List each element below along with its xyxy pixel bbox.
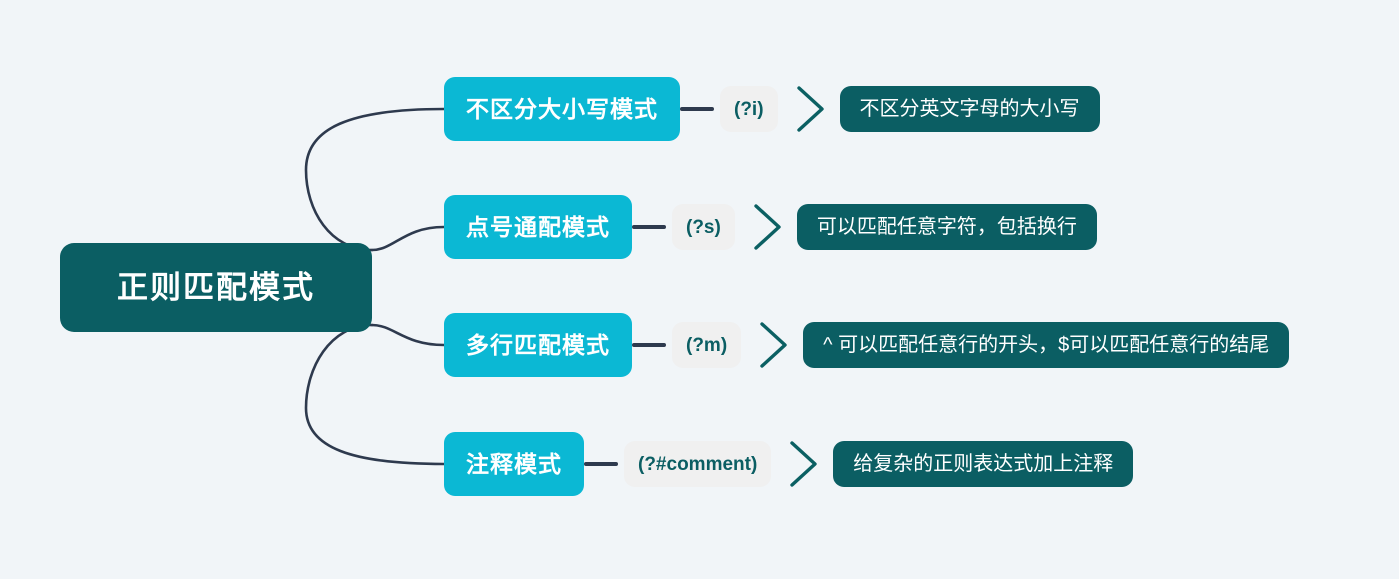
token-pill-multiline-mode[interactable]: (?m)	[672, 322, 742, 368]
branch-node-label: 点号通配模式	[466, 213, 610, 240]
branch-row: 点号通配模式 (?s) 可以匹配任意字符，包括换行	[444, 195, 1097, 259]
branch-node-case-insensitive-mode[interactable]: 不区分大小写模式	[444, 77, 680, 141]
token-pill-dotall-mode[interactable]: (?s)	[672, 204, 735, 250]
branch-node-label: 不区分大小写模式	[466, 95, 658, 122]
root-node-label: 正则匹配模式	[117, 270, 315, 305]
token-pill-label: (?#comment)	[638, 453, 758, 475]
branch-token-link	[632, 225, 666, 229]
description-node-label: ^ 可以匹配任意行的开头，$可以匹配任意行的结尾	[823, 334, 1270, 356]
branch-node-multiline-mode[interactable]: 多行匹配模式	[444, 313, 632, 377]
token-pill-label: (?m)	[686, 334, 728, 356]
branch-token-link	[632, 343, 666, 347]
branch-node-comment-mode[interactable]: 注释模式	[444, 432, 584, 496]
branch-row: 多行匹配模式 (?m) ^ 可以匹配任意行的开头，$可以匹配任意行的结尾	[444, 313, 1290, 377]
description-node-label: 不区分英文字母的大小写	[859, 98, 1080, 120]
branch-row: 注释模式 (?#comment) 给复杂的正则表达式加上注释	[444, 432, 1134, 496]
description-node-dotall-mode[interactable]: 可以匹配任意字符，包括换行	[796, 204, 1097, 250]
connector-curve-3	[304, 323, 446, 466]
connector-curve-0	[304, 107, 446, 252]
branch-node-label: 多行匹配模式	[466, 331, 610, 358]
chevron-right-icon	[790, 441, 817, 487]
description-node-label: 可以匹配任意字符，包括换行	[816, 216, 1077, 238]
description-node-label: 给复杂的正则表达式加上注释	[853, 453, 1114, 475]
branch-node-dotall-mode[interactable]: 点号通配模式	[444, 195, 632, 259]
chevron-right-icon	[760, 322, 787, 368]
chevron-right-icon	[796, 86, 824, 132]
root-node[interactable]: 正则匹配模式	[60, 243, 372, 332]
token-pill-label: (?s)	[686, 216, 721, 238]
branch-row: 不区分大小写模式 (?i) 不区分英文字母的大小写	[444, 77, 1100, 141]
branch-token-link	[584, 462, 618, 466]
connector-curve-2	[370, 323, 446, 347]
branch-node-label: 注释模式	[466, 450, 562, 477]
token-pill-label: (?i)	[734, 98, 764, 120]
token-pill-comment-mode[interactable]: (?#comment)	[624, 441, 772, 487]
description-node-comment-mode[interactable]: 给复杂的正则表达式加上注释	[833, 441, 1134, 487]
branch-token-link	[680, 107, 714, 111]
chevron-right-icon	[754, 204, 781, 250]
token-pill-case-insensitive-mode[interactable]: (?i)	[720, 86, 778, 132]
description-node-multiline-mode[interactable]: ^ 可以匹配任意行的开头，$可以匹配任意行的结尾	[803, 322, 1290, 368]
description-node-case-insensitive-mode[interactable]: 不区分英文字母的大小写	[839, 86, 1100, 132]
connector-curve-1	[370, 225, 446, 252]
